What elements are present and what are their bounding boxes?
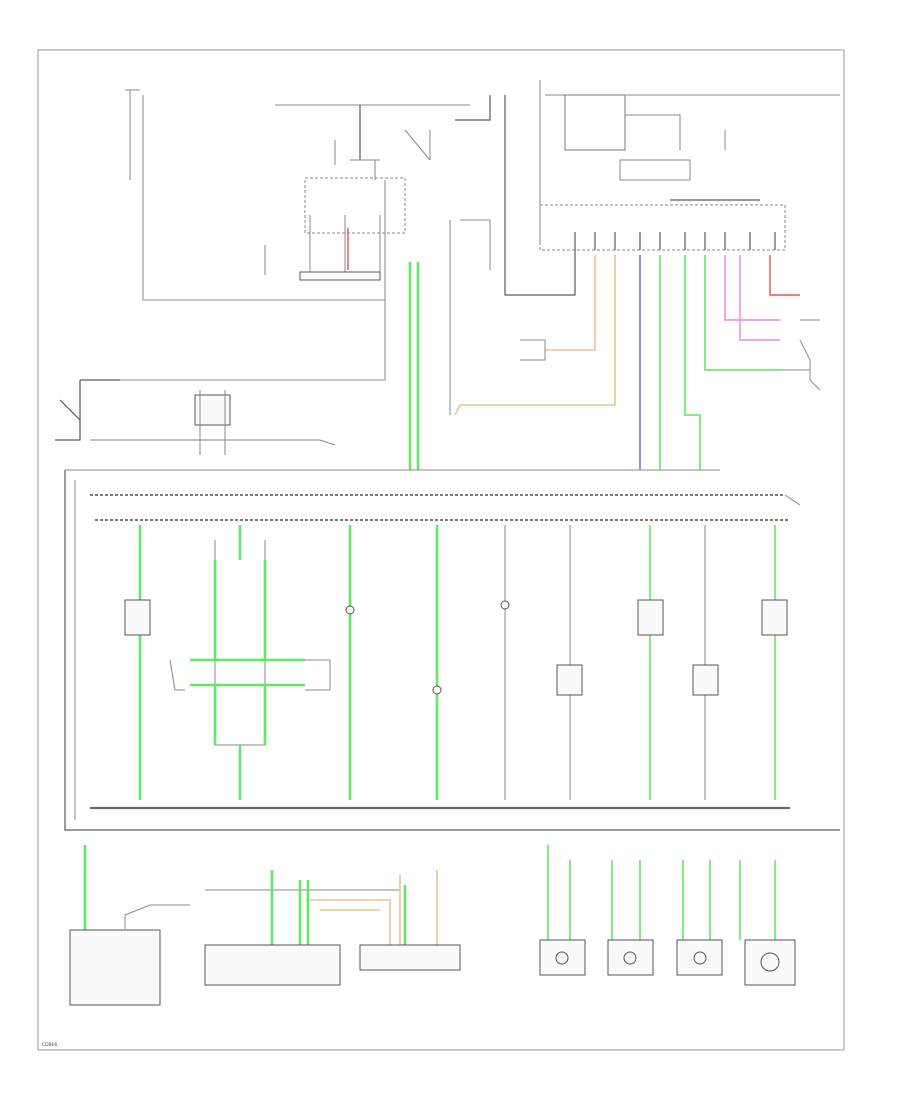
- switch-9: [761, 599, 788, 636]
- switch-8: [692, 664, 719, 696]
- bottom-section: [69, 845, 796, 1006]
- switch-connector: [299, 271, 381, 281]
- pink-wire: [724, 255, 780, 341]
- switch-columns: [124, 525, 788, 800]
- switch-7: [637, 599, 664, 636]
- red-wire: [769, 255, 800, 296]
- switch-1: [124, 599, 151, 636]
- top-section: [55, 80, 840, 470]
- touch-panel-right: [359, 944, 461, 971]
- relay-box: [304, 177, 406, 234]
- orange-wire: [454, 255, 616, 416]
- mid-bus: [64, 469, 840, 831]
- control-module: [69, 929, 161, 1006]
- touch-panel-left: [204, 944, 341, 986]
- sensor-block: [564, 94, 626, 151]
- combination-switch: [194, 394, 231, 426]
- gauge-connector: [539, 199, 786, 251]
- switch-6: [556, 664, 583, 696]
- footer-label: CDBE6: [42, 1042, 58, 1048]
- diagram-frame: [37, 49, 845, 1051]
